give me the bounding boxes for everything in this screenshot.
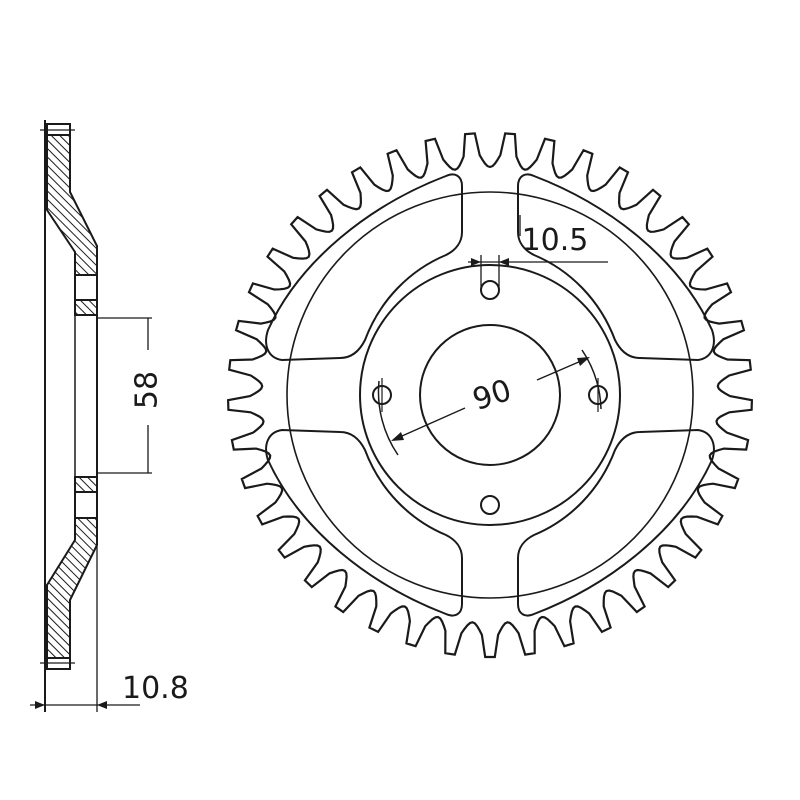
dim-label-offset: 10.8: [122, 671, 189, 706]
window-bottom-right: [517, 428, 715, 617]
dim-label-58: 58: [130, 371, 165, 409]
center-bore: [419, 324, 561, 466]
window-top-left: [265, 173, 463, 362]
pitch-circle: [286, 191, 694, 599]
front-view: [226, 132, 754, 659]
hub-circle: [359, 264, 621, 526]
lower-hub: [74, 476, 98, 493]
upper-section: [46, 134, 98, 276]
lower-section: [46, 517, 98, 659]
dim108-arrow-left: [35, 701, 45, 709]
dim90-line-left: [392, 407, 466, 441]
dim90-arrow-left: [391, 432, 404, 441]
bolt-circle-arc-right: [581, 349, 602, 410]
sprocket-teeth-outline: [226, 132, 754, 659]
bolt-hole-top: [480, 280, 500, 300]
dim-label-bolt-circle: 90: [469, 373, 516, 418]
bolt-circle-arc-left: [377, 380, 399, 456]
dim90-arrow-right: [577, 357, 590, 366]
side-section-view: [30, 120, 152, 712]
window-top-right: [517, 173, 715, 362]
dim105-arrow-right: [499, 258, 509, 266]
dim105-arrow-left: [471, 258, 481, 266]
dim108-arrow-right: [97, 701, 107, 709]
upper-hub: [74, 299, 98, 316]
window-bottom-left: [265, 428, 463, 617]
dim-label-bolt-hole: 10.5: [522, 223, 589, 258]
bolt-hole-bottom: [480, 495, 500, 515]
